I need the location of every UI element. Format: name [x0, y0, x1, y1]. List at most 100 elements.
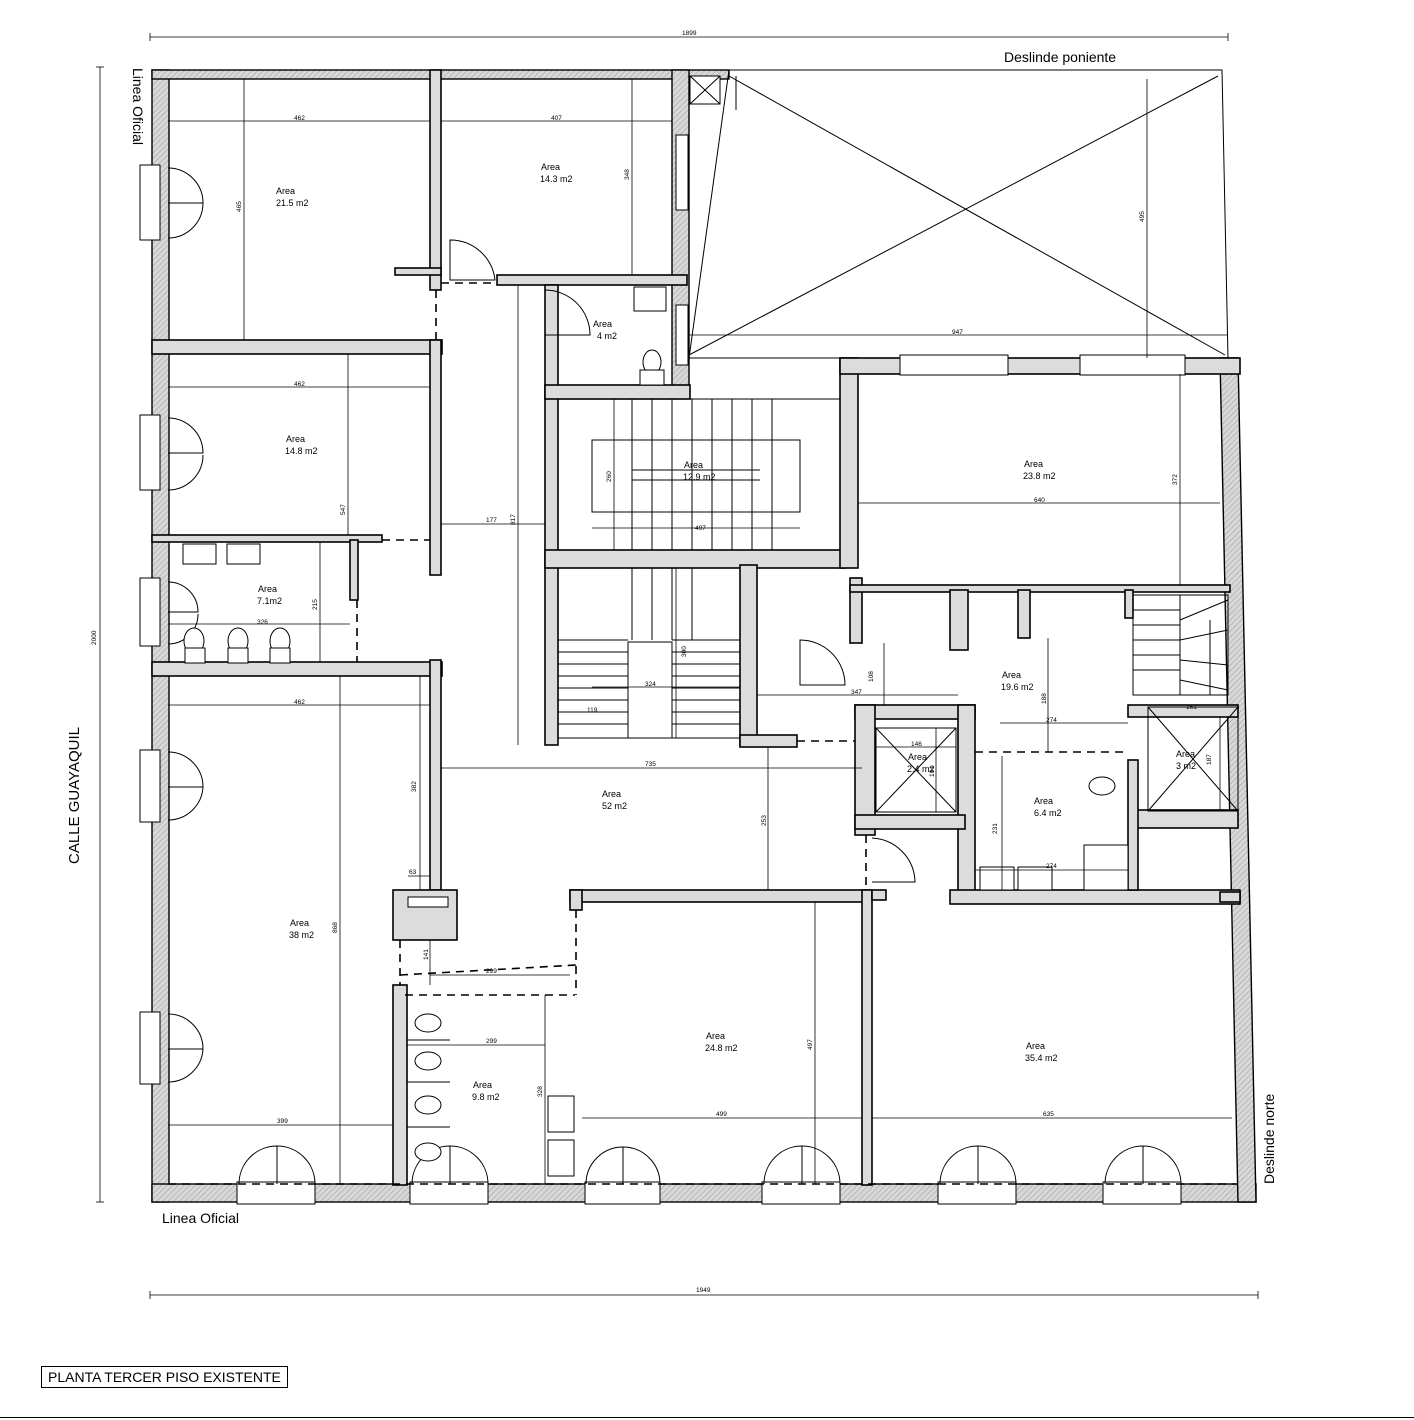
dim-label: 187: [1206, 754, 1213, 765]
inner-dimension-lines: [168, 79, 1238, 1184]
linea-oficial-left-label: Linea Oficial: [130, 68, 146, 145]
room-area: 9.8 m2: [472, 1092, 500, 1102]
room-name: Area: [286, 434, 305, 444]
dim-label: 161: [1186, 704, 1197, 711]
dim-label: 495: [1139, 211, 1146, 222]
room-area: 21.5 m2: [276, 198, 309, 208]
dim-label: 274: [1046, 717, 1057, 724]
bottom-rule: [0, 1417, 1414, 1418]
dim-bottom: 1949: [696, 1287, 711, 1294]
doors: [167, 167, 1182, 1185]
dim-label: 497: [807, 1039, 814, 1050]
dim-label: 347: [851, 689, 862, 696]
interior-walls: [151, 69, 1241, 1186]
dim-label: 177: [486, 517, 497, 524]
edge-labels: Deslinde poniente Deslinde norte Linea O…: [66, 49, 1277, 1226]
dim-label: 462: [294, 115, 305, 122]
dim-label: 299: [486, 1038, 497, 1045]
room-name: Area: [1024, 459, 1043, 469]
dim-top: 1899: [682, 30, 697, 37]
dim-label: 640: [1034, 497, 1045, 504]
dashed-openings: [168, 282, 1238, 1185]
room-area: 14.8 m2: [285, 446, 318, 456]
drawing-title: PLANTA TERCER PISO EXISTENTE: [41, 1366, 288, 1388]
room-area: 52 m2: [602, 801, 627, 811]
dim-label: 868: [332, 922, 339, 933]
room-name: Area: [276, 186, 295, 196]
windows: [139, 134, 1186, 1205]
dim-label: 141: [423, 949, 430, 960]
room-area: 6.4 m2: [1034, 808, 1062, 818]
dim-label: 382: [411, 781, 418, 792]
dim-label: 465: [236, 201, 243, 212]
room-name: Area: [541, 162, 560, 172]
room-name: Area: [1176, 749, 1195, 759]
room-area: 35.4 m2: [1025, 1053, 1058, 1063]
dim-label: 399: [277, 1118, 288, 1125]
dim-label: 104: [929, 766, 936, 777]
exterior-walls: [151, 69, 1257, 1203]
dim-label: 499: [716, 1111, 727, 1118]
dim-label: 326: [257, 619, 268, 626]
dim-label: 253: [761, 815, 768, 826]
dim-label: 407: [551, 115, 562, 122]
elevators: [875, 706, 1239, 813]
room-name: Area: [1026, 1041, 1045, 1051]
dim-label: 547: [340, 504, 347, 515]
dim-label: 300: [681, 646, 688, 657]
room-area: 14.3 m2: [540, 174, 573, 184]
room-area: 23.8 m2: [1023, 471, 1056, 481]
room-labels: Area 21.5 m2 Area 14.3 m2 Area 4 m2 Area…: [257, 162, 1196, 1102]
street-label: CALLE GUAYAQUIL: [66, 727, 83, 864]
dimension-numbers: 462 407 465 348 495 947 462 547 177 817 …: [236, 115, 1213, 1125]
dim-label: 372: [1172, 474, 1179, 485]
room-area: 4 m2: [597, 331, 617, 341]
linea-oficial-bottom-label: Linea Oficial: [162, 1210, 239, 1226]
fixtures: [182, 286, 1129, 1177]
room-area: 3 m2: [1176, 761, 1196, 771]
dim-label: 947: [952, 329, 963, 336]
dim-label: 188: [1041, 693, 1048, 704]
dim-label: 231: [992, 823, 999, 834]
room-name: Area: [473, 1080, 492, 1090]
room-name: Area: [908, 752, 927, 762]
room-name: Area: [602, 789, 621, 799]
room-name: Area: [706, 1031, 725, 1041]
dim-label: 817: [510, 514, 517, 525]
dim-label: 497: [695, 525, 706, 532]
dim-label: 328: [537, 1086, 544, 1097]
dim-label: 348: [624, 169, 631, 180]
room-area: 12.9 m2: [683, 472, 716, 482]
room-name: Area: [1034, 796, 1053, 806]
dim-label: 324: [645, 681, 656, 688]
dim-label: 462: [294, 699, 305, 706]
dim-label: 260: [606, 471, 613, 482]
dim-label: 299: [486, 968, 497, 975]
dim-label: 215: [312, 599, 319, 610]
dim-label: 63: [409, 869, 417, 876]
room-area: 2.4 m2: [907, 764, 935, 774]
dim-label: 108: [868, 671, 875, 682]
room-area: 7.1m2: [257, 596, 282, 606]
stairs: [557, 398, 1229, 739]
dim-label: 146: [911, 741, 922, 748]
room-area: 19.6 m2: [1001, 682, 1034, 692]
room-area: 24.8 m2: [705, 1043, 738, 1053]
deslinde-norte-label: Deslinde norte: [1261, 1094, 1277, 1184]
dim-left: 2000: [91, 630, 98, 645]
dim-label: 462: [294, 381, 305, 388]
deslinde-poniente-label: Deslinde poniente: [1004, 49, 1116, 65]
room-name: Area: [258, 584, 277, 594]
dim-label: 274: [1046, 863, 1057, 870]
dim-label: 119: [587, 707, 598, 714]
room-name: Area: [1002, 670, 1021, 680]
shaft: [689, 75, 721, 105]
room-name: Area: [593, 319, 612, 329]
overall-dimensions: 1899 1949 2000: [91, 30, 1259, 1299]
dim-label: 635: [1043, 1111, 1054, 1118]
room-name: Area: [684, 460, 703, 470]
dim-label: 735: [645, 761, 656, 768]
room-name: Area: [290, 918, 309, 928]
room-area: 38 m2: [289, 930, 314, 940]
